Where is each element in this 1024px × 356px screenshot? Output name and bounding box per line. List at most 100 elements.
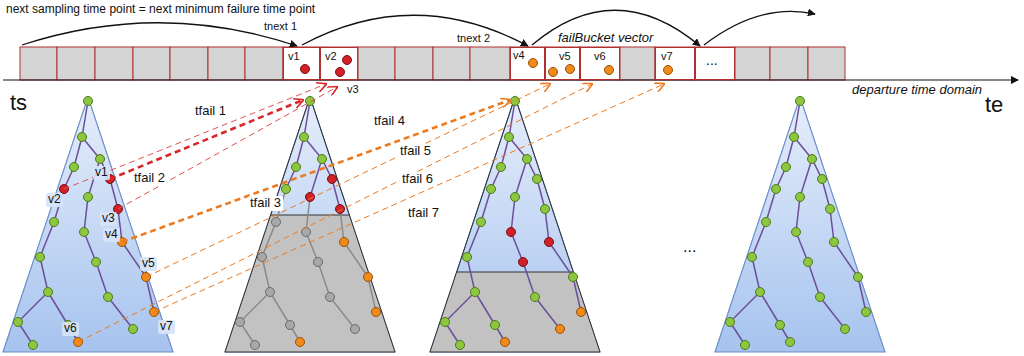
tree-edge [475, 292, 495, 325]
tree-node-dot [556, 325, 565, 334]
tree-edge [752, 222, 766, 257]
tree-node-dot [92, 258, 101, 267]
tree-edge [535, 297, 560, 329]
bucket-cell-shape [510, 47, 545, 80]
tree-node-dot [70, 163, 79, 172]
tree-node-dot [782, 163, 791, 172]
tree-node-dot [511, 193, 520, 202]
bucket-entry: v7 [661, 50, 673, 63]
heading-note: next sampling time point = next minimum … [6, 3, 315, 17]
tree-node-dot [463, 253, 472, 262]
bucket-cell-shape [208, 47, 245, 80]
failure-arrows [64, 84, 664, 342]
tree-edge [834, 242, 858, 277]
failure-time-label: tfail 1 [193, 104, 228, 119]
tree-node-dot [84, 193, 93, 202]
tree-node-dot [748, 253, 757, 262]
bucket-cell-shape [580, 47, 620, 80]
tree-edge [40, 257, 48, 292]
tree-node-dot [50, 218, 59, 227]
tree-node-dot [776, 321, 785, 330]
tree-edge [18, 292, 48, 322]
tree-node-dot [306, 97, 315, 106]
time-label: ts [10, 90, 27, 115]
tree-node-dot [533, 175, 542, 184]
tree-edge [509, 101, 515, 137]
time-dependent-trees [14, 97, 871, 350]
tree-edge [240, 292, 270, 322]
tree-node-dot [786, 338, 795, 347]
tree-edge [549, 242, 573, 277]
tree-edge [270, 292, 290, 325]
tree-node-dot [796, 193, 805, 202]
failure-time-label: tfail 5 [398, 144, 433, 159]
tree-node-dot [364, 273, 373, 282]
tree-edge [730, 292, 760, 322]
tree-edge [766, 189, 776, 222]
tree-node-dot [236, 318, 245, 327]
tree-node-dot [854, 273, 863, 282]
bucket-entry: v6 [594, 50, 606, 63]
tree-node-dot [818, 175, 827, 184]
tree-edge [82, 101, 88, 137]
tree-edge [344, 242, 368, 277]
bucket-cell-shape [358, 47, 395, 80]
bucket-cell-shape [170, 47, 208, 80]
tree-node-dot [441, 318, 450, 327]
bucket-entry: v1 [288, 50, 300, 63]
vertex-label: v7 [158, 320, 175, 334]
tree-edge [858, 277, 866, 312]
time-label: tnext 1 [262, 20, 299, 33]
bucket-cell: v1 [283, 47, 320, 80]
tree-node-dot [741, 341, 750, 350]
tree-edge [96, 262, 108, 297]
tree-node-dot [251, 341, 260, 350]
vertex-label: v1 [93, 166, 110, 180]
tree-node-dot [862, 308, 871, 317]
tree-node-dot [505, 133, 514, 142]
tree-node-dot [314, 258, 323, 267]
tree-node-dot [272, 218, 281, 227]
tree-node-dot [258, 253, 267, 262]
bucket-cell-shape [133, 47, 170, 80]
failure-time-label: tfail 2 [132, 171, 167, 186]
tree-node-dot [826, 205, 835, 214]
tree-edge [808, 262, 820, 297]
tree-edge [467, 257, 475, 292]
failure-time-label: tfail 6 [400, 172, 435, 187]
tree-edge [467, 222, 481, 257]
tree-node-dot [80, 228, 89, 237]
bucket-entry: v3 [347, 83, 359, 96]
failure-time-label: tfail 7 [406, 206, 441, 221]
tree-edge [515, 159, 527, 197]
tree-node-dot [523, 155, 532, 164]
tree-edge [146, 277, 154, 312]
tree-node-dot [300, 133, 309, 142]
tree-node-dot [456, 341, 465, 350]
tree-node-dot [96, 155, 105, 164]
tree-edge [48, 292, 68, 325]
tree-edge [306, 197, 310, 232]
tree-edge [573, 277, 581, 312]
fail-bucket-bar [20, 47, 845, 80]
bucket-cell-shape [695, 47, 735, 80]
tree-node-dot [569, 273, 578, 282]
bucket-cell-shape [245, 47, 283, 80]
tree-node-dot [296, 338, 305, 347]
tree-node-dot [14, 318, 23, 327]
vertex-label: v5 [140, 257, 157, 271]
tree-edge [796, 197, 800, 232]
tree-edge [523, 262, 535, 297]
failure-time-label: tfail 4 [372, 114, 407, 129]
tree-node-dot [841, 325, 850, 334]
vertex-label: v3 [100, 212, 117, 226]
tree-node-dot [541, 205, 550, 214]
tree-node-dot [497, 163, 506, 172]
tree-node-dot [78, 133, 87, 142]
tree-node-dot [796, 97, 805, 106]
bucket-cell-shape [433, 47, 470, 80]
tree-node-dot [44, 288, 53, 297]
tree-node-dot [772, 185, 781, 194]
bucket-cell-shape [808, 47, 845, 80]
tree-edge [262, 222, 276, 257]
